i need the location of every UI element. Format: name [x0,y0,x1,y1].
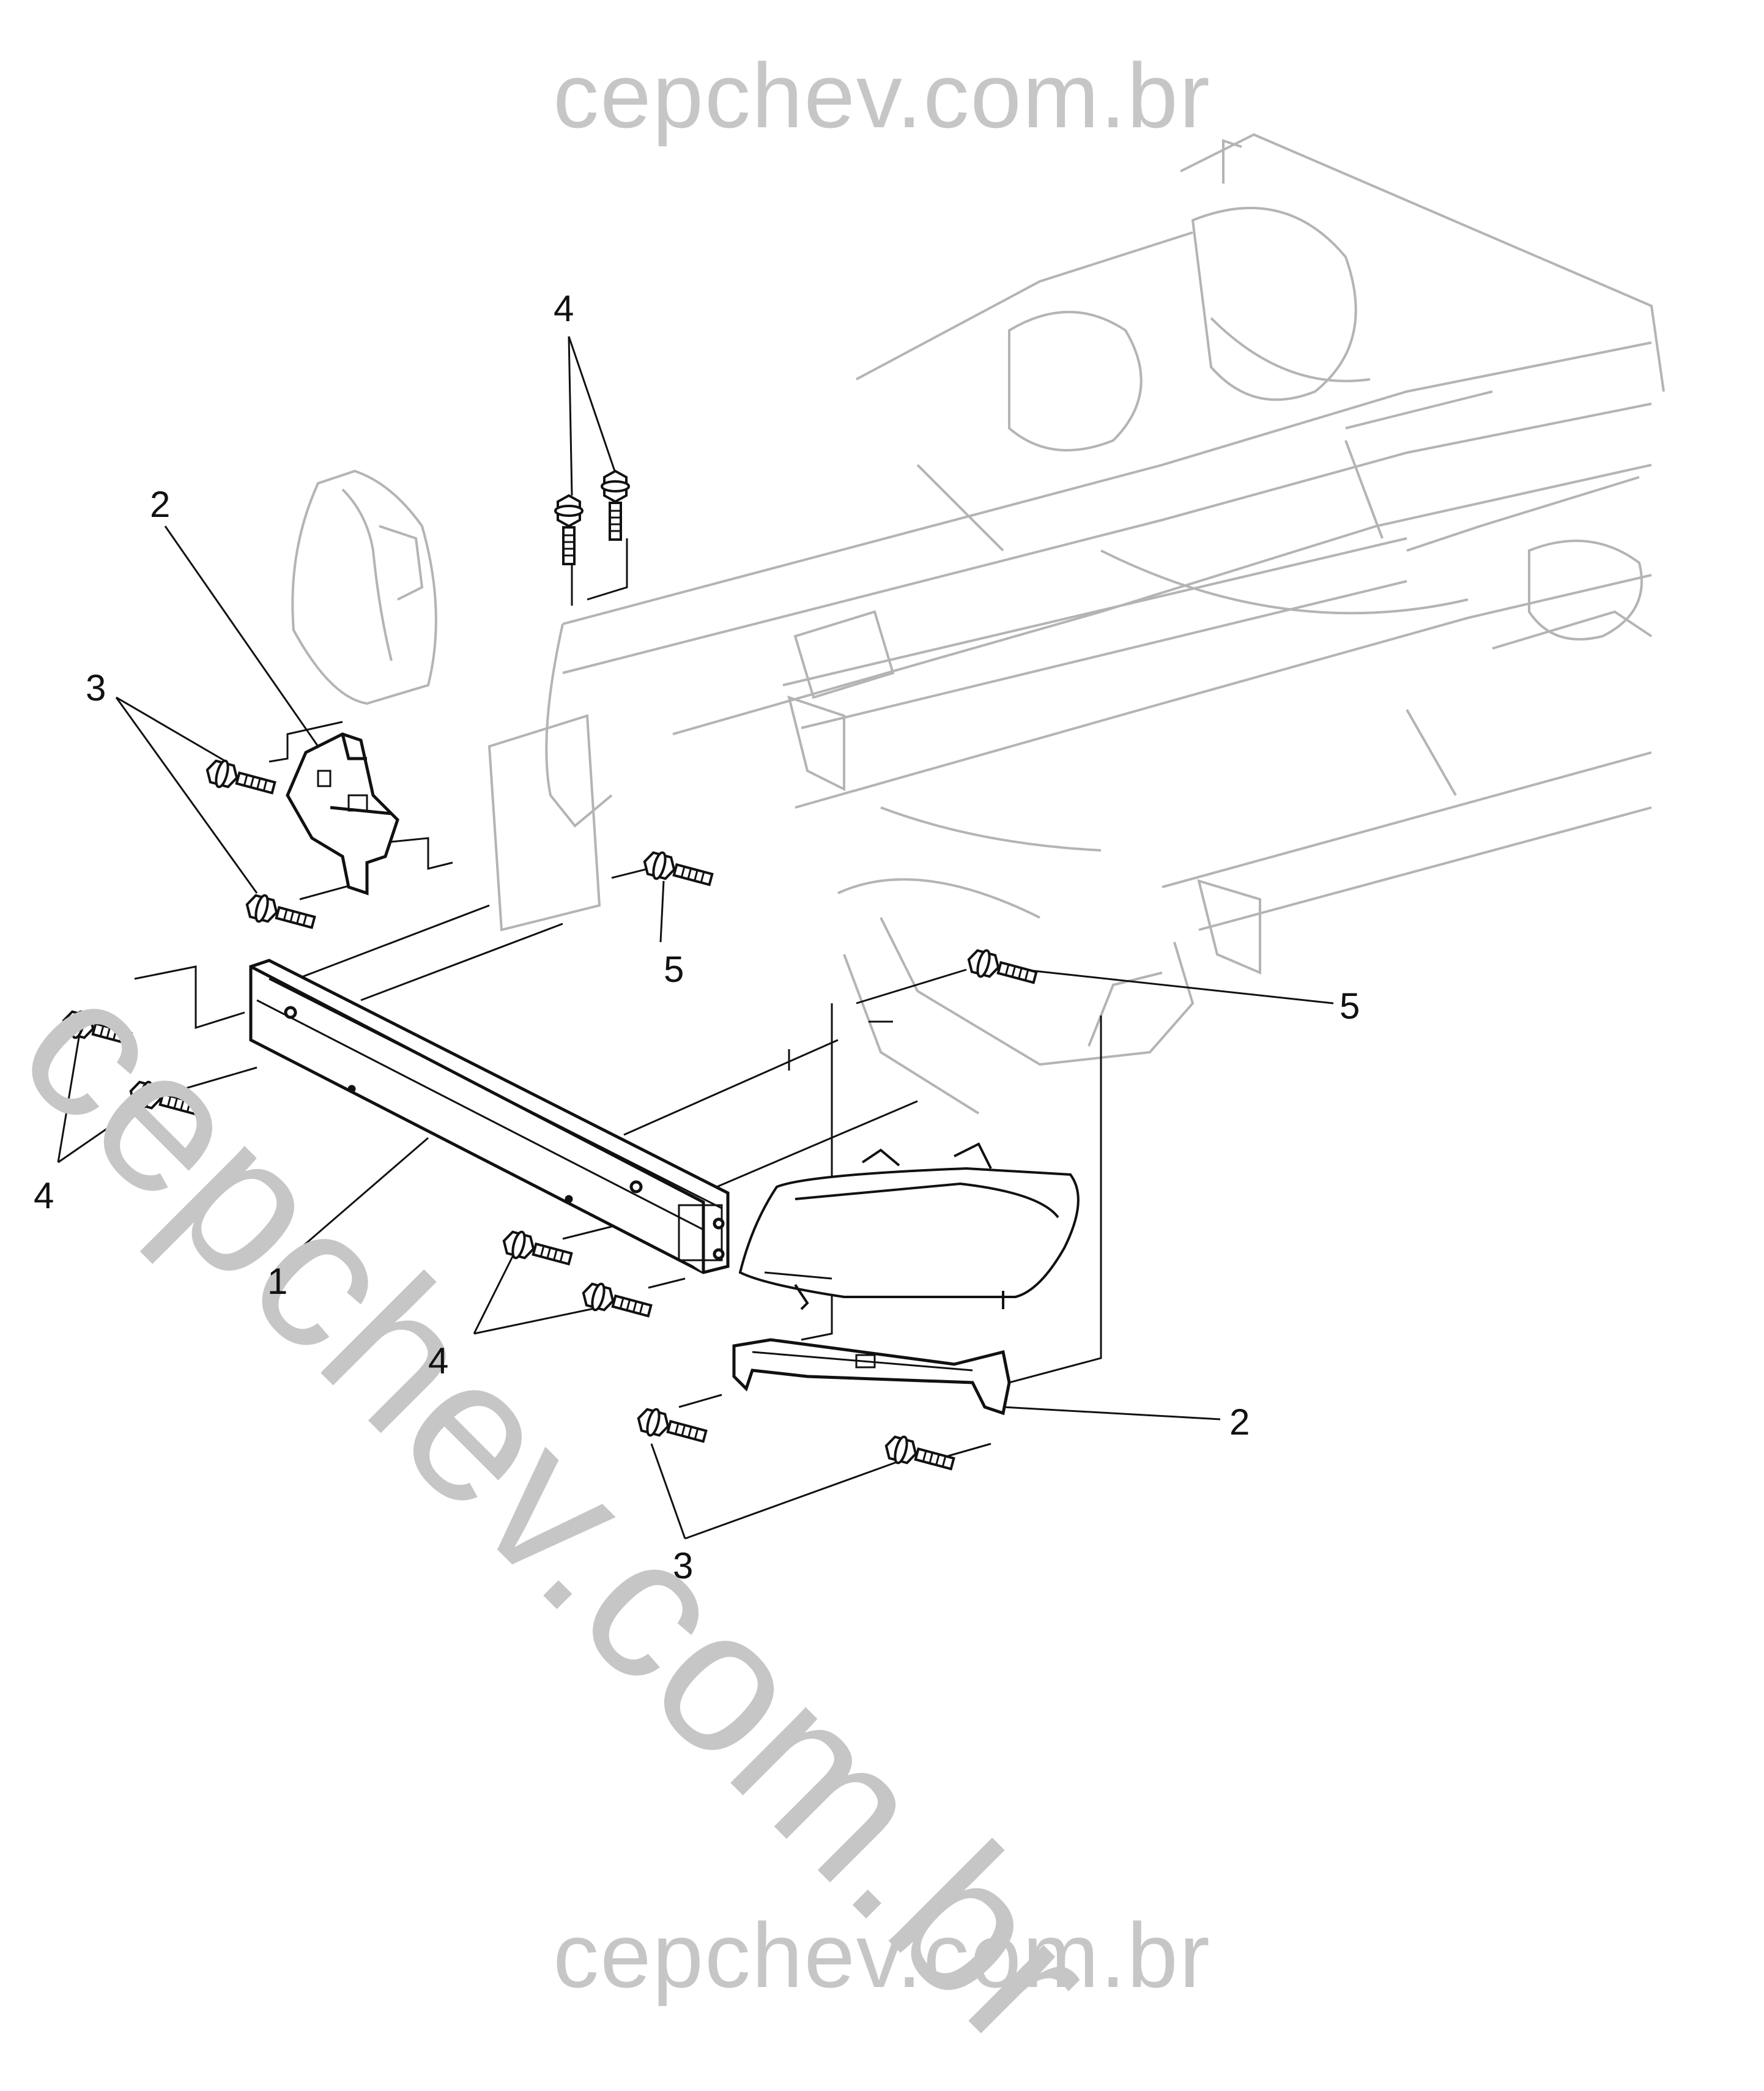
watermark-bottom: cepchev.com.br [553,1904,1211,2007]
bumper-impact-bar [249,959,730,1274]
callout-4-bottom: 4 [428,1340,449,1381]
right-headlamp [738,1142,1080,1310]
left-headlamp-outline [291,469,437,705]
callout-2-left: 2 [150,484,171,525]
callout-4-top: 4 [554,288,574,329]
callout-1: 1 [267,1261,288,1302]
callout-leaders [57,336,1334,1540]
callout-5-right: 5 [1340,986,1360,1027]
parts-diagram [57,133,1665,1540]
right-headlamp-bracket [732,1338,1011,1416]
callout-3-right: 3 [673,1545,694,1586]
callout-5-center: 5 [664,949,684,990]
bolts [59,470,1040,1478]
diagram-canvas: cepchev.com.br cepchev.com.br cepchev.co… [0,44,1665,2089]
left-headlamp-bracket [286,732,399,896]
watermark-top: cepchev.com.br [553,44,1211,147]
callout-3-left: 3 [86,667,106,708]
callout-2-right: 2 [1229,1402,1250,1443]
vehicle-frame [487,133,1665,1115]
callout-4-left: 4 [34,1175,54,1216]
